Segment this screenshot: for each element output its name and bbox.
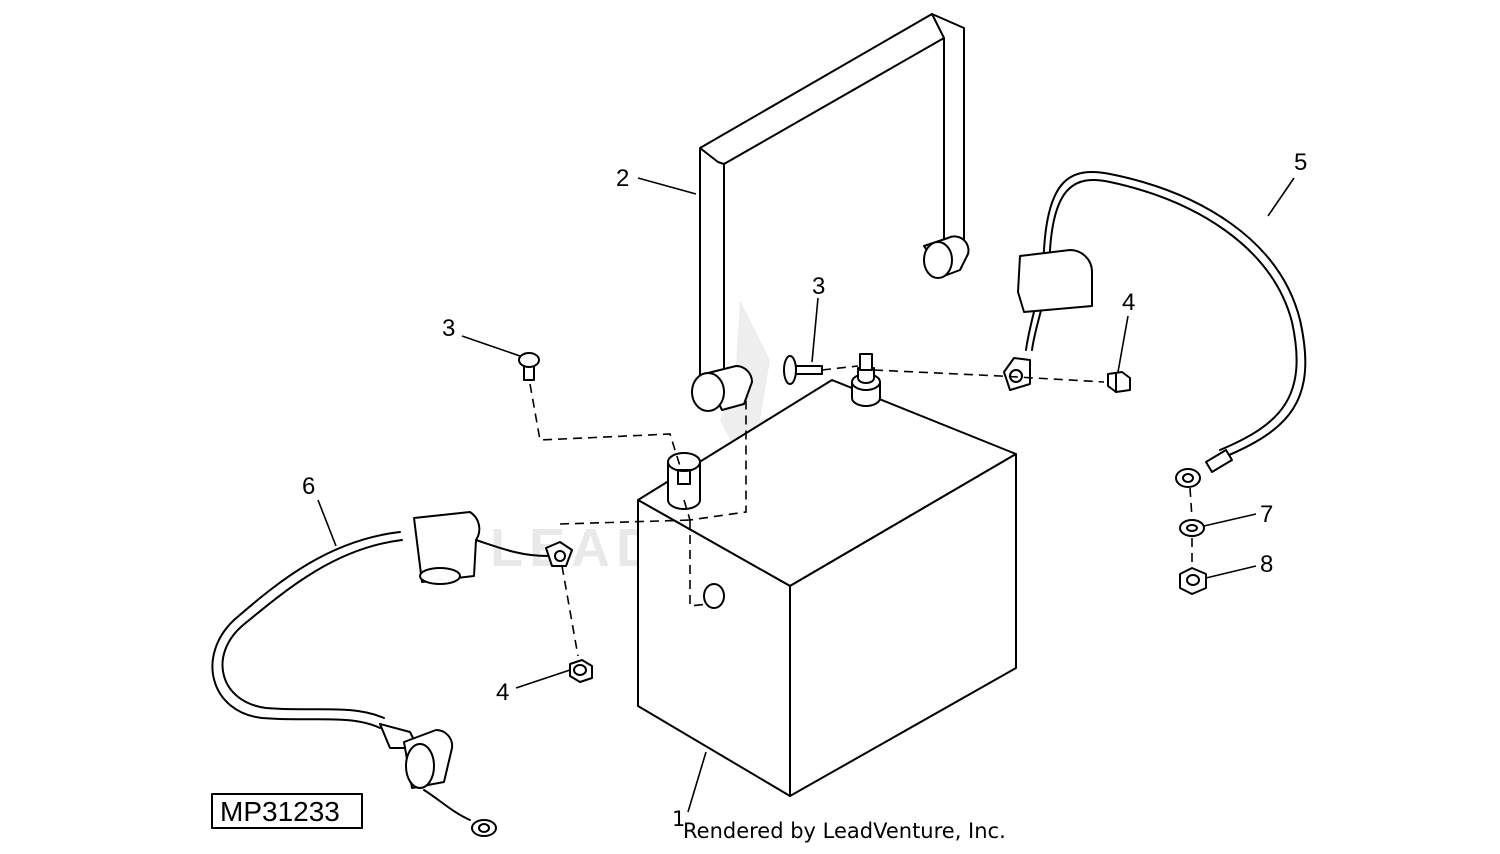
bolt-negative (518, 352, 540, 381)
negative-cable (211, 511, 573, 837)
leader-lines (317, 177, 1295, 813)
callout-positive-cable: 5 (1294, 149, 1307, 176)
credit-text: Rendered by LeadVenture, Inc. (683, 819, 1006, 843)
negative-terminal-boot (413, 511, 481, 583)
callout-lock-washer: 7 (1260, 501, 1273, 528)
hex-nut (1179, 567, 1207, 595)
negative-terminal-post (667, 452, 701, 510)
nut-positive (1107, 371, 1131, 393)
lock-washer (1179, 519, 1205, 537)
hold-down-rod (691, 13, 970, 412)
callout-hex-nut: 8 (1260, 551, 1273, 578)
assembly-lines (529, 365, 1193, 657)
callout-negative-cable: 6 (302, 473, 315, 500)
battery-side-face (789, 453, 1017, 797)
rod-end-cap-right (923, 235, 970, 279)
callout-bolt-negative: 3 (442, 315, 455, 342)
callouts: 2 3 3 4 5 6 4 7 8 (302, 149, 1307, 706)
callout-bolt-positive: 3 (812, 273, 825, 300)
nut-negative (569, 659, 593, 683)
positive-cable (1003, 170, 1307, 488)
battery-vent-hole (703, 583, 725, 609)
rod-end-cap-left (691, 365, 753, 412)
callout-nut-negative: 4 (496, 679, 509, 706)
callout-hold-down-rod: 2 (616, 165, 629, 192)
credit-line: 1 Rendered by LeadVenture, Inc. (672, 807, 1006, 843)
callout-nut-positive: 4 (1122, 289, 1135, 316)
positive-terminal-boot (1017, 249, 1093, 313)
figure-id: MP31233 (220, 796, 340, 827)
credit-marker: 1 (672, 807, 685, 831)
positive-terminal-post (851, 353, 881, 407)
figure-id-box: MP31233 (211, 793, 363, 829)
battery (637, 353, 1017, 797)
bolt-positive (783, 355, 823, 385)
